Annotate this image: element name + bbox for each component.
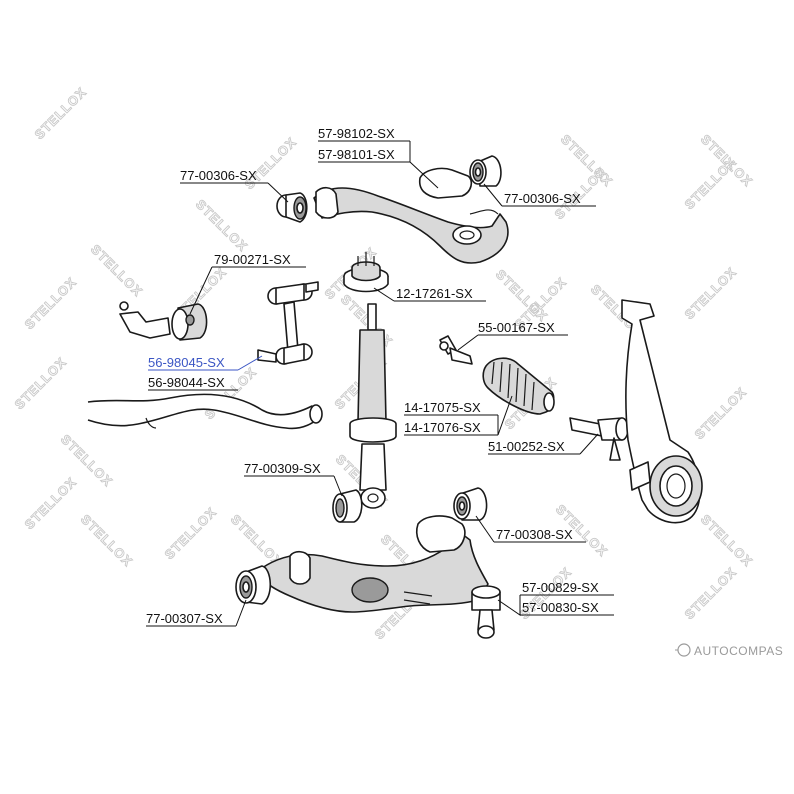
watermark-text: STELLOX [22,474,80,532]
watermark-text: STELLOX [22,274,80,332]
leader-57-00829 [497,595,521,616]
label-77-00307[interactable]: 77-00307-SX [146,611,223,626]
inner-tie-rod-55-00167 [439,335,473,365]
leader-lines [146,140,614,627]
watermark-text: STELLOX [78,512,136,570]
bushing-77-00309 [332,489,363,523]
upper-control-arm [313,167,509,264]
leader-12-17261 [373,287,395,302]
bushing-77-00308 [453,487,488,521]
label-51-00252[interactable]: 51-00252-SX [488,439,565,454]
label-55-00167[interactable]: 55-00167-SX [478,320,555,335]
label-77-00306-left[interactable]: 77-00306-SX [180,168,257,183]
watermark-text: STELLOX [88,242,146,300]
lower-ball-joint [471,585,501,639]
stabilizer-link-56-98045 [257,281,319,365]
leader-14-17075 [497,395,513,436]
leader-56-98045 [237,355,263,371]
label-57-98101[interactable]: 57-98101-SX [318,147,395,162]
label-77-00306-right[interactable]: 77-00306-SX [504,191,581,206]
watermark-text: STELLOX [12,354,70,412]
leader-77-00307 [235,599,247,627]
label-56-98045[interactable]: 56-98045-SX [148,355,225,370]
label-77-00309[interactable]: 77-00309-SX [244,461,321,476]
label-77-00308[interactable]: 77-00308-SX [496,527,573,542]
bushing-77-00307 [235,565,272,605]
stabilizer-bar [87,393,323,430]
tie-rod-end-51-00252 [569,417,629,461]
watermark-text: STELLOX [692,384,750,442]
leader-55-00167 [457,334,479,351]
watermark-text: STELLOX [682,264,740,322]
brand-logo: AUTOCOMPAS [675,643,783,658]
label-57-98102[interactable]: 57-98102-SX [318,126,395,141]
part-labels: 57-98102-SX 57-98101-SX 77-00306-SX 77-0… [146,126,599,626]
leader-77-00306-left [267,182,289,203]
label-57-00830[interactable]: 57-00830-SX [522,600,599,615]
label-14-17076[interactable]: 14-17076-SX [404,420,481,435]
bushing-77-00306-left [276,192,308,223]
leader-77-00308 [475,515,495,543]
lower-control-arm [261,515,489,613]
label-56-98044[interactable]: 56-98044-SX [148,375,225,390]
leader-57-98102 [409,141,439,189]
stabilizer-bushing-79-00271 [119,301,208,341]
bushing-77-00306-right [469,155,502,187]
label-14-17075[interactable]: 14-17075-SX [404,400,481,415]
watermark-text: STELLOX [193,197,251,255]
watermark-text: STELLOX [682,564,740,622]
watermark-text: STELLOX [162,504,220,562]
steering-knuckle [621,299,703,524]
label-12-17261[interactable]: 12-17261-SX [396,286,473,301]
leader-77-00306-right [483,183,503,207]
compass-icon [675,643,691,657]
label-79-00271[interactable]: 79-00271-SX [214,252,291,267]
strut-mount-12-17261 [343,252,389,293]
leader-79-00271 [189,266,213,315]
watermark-text: STELLOX [32,84,90,142]
leader-51-00252 [579,433,599,455]
label-57-00829[interactable]: 57-00829-SX [522,580,599,595]
leader-77-00309 [333,475,343,497]
watermark-text: STELLOX [698,512,756,570]
brand-name: AUTOCOMPAS [694,644,783,658]
steering-boot-14-17075 [482,357,555,415]
